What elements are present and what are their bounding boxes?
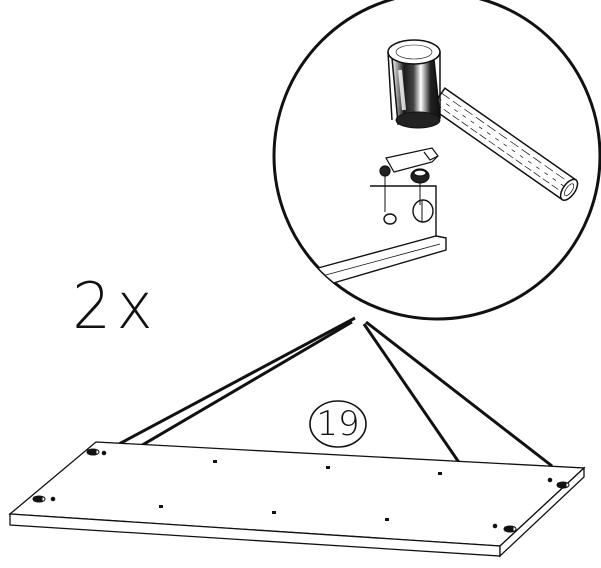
panel-right-edge <box>499 466 585 558</box>
cam-fitting-1 <box>86 448 107 456</box>
detail-circle <box>272 0 601 321</box>
part-number-badge: 19 <box>306 398 370 450</box>
cam-fitting-2 <box>32 495 56 503</box>
cam-lock-connector-icon <box>379 147 439 212</box>
cam-fitting-3 <box>547 477 570 489</box>
part-number: 19 <box>316 404 360 444</box>
leader-line-1 <box>103 316 356 454</box>
mallet-icon <box>387 39 579 201</box>
quantity-label: 2x <box>72 270 159 344</box>
part-number-circle <box>309 400 367 448</box>
board-panel-icon <box>8 441 586 558</box>
cam-fitting-4 <box>492 523 517 533</box>
cam-fittings <box>32 448 570 533</box>
panel-holes <box>159 460 442 521</box>
leader-line-3 <box>365 320 553 468</box>
